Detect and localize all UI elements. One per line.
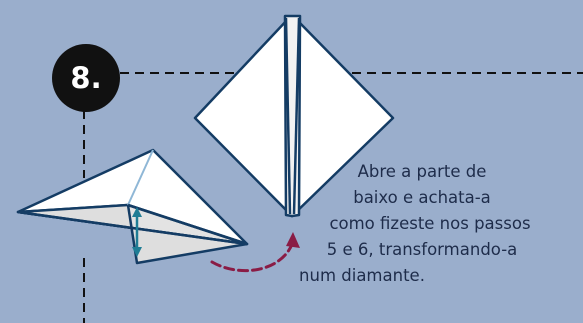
guide-lines — [83, 72, 583, 323]
instruction-line: num diamante. — [299, 266, 425, 285]
pyramid-center-crease — [127, 149, 154, 206]
diamond-shape — [193, 14, 395, 218]
instruction-line: baixo e achata-a — [353, 188, 491, 207]
diamond-center-fold-right — [292, 17, 301, 215]
pyramid-inner-fold — [127, 203, 248, 246]
step-number-badge: 8. — [52, 44, 120, 112]
folded-pyramid-shape — [16, 148, 249, 265]
instruction-line: 5 e 6, transformando-a — [326, 240, 518, 259]
instruction-line: Abre a parte de — [357, 162, 487, 181]
step-number: 8. — [70, 61, 102, 95]
instruction-line: como fizeste nos passos — [329, 214, 531, 233]
diamond-center-fold-left — [284, 17, 292, 215]
instruction-text: Abre a parte de baixo e achata-a como fi… — [262, 159, 582, 289]
curved-motion-arrow-icon — [210, 232, 300, 273]
